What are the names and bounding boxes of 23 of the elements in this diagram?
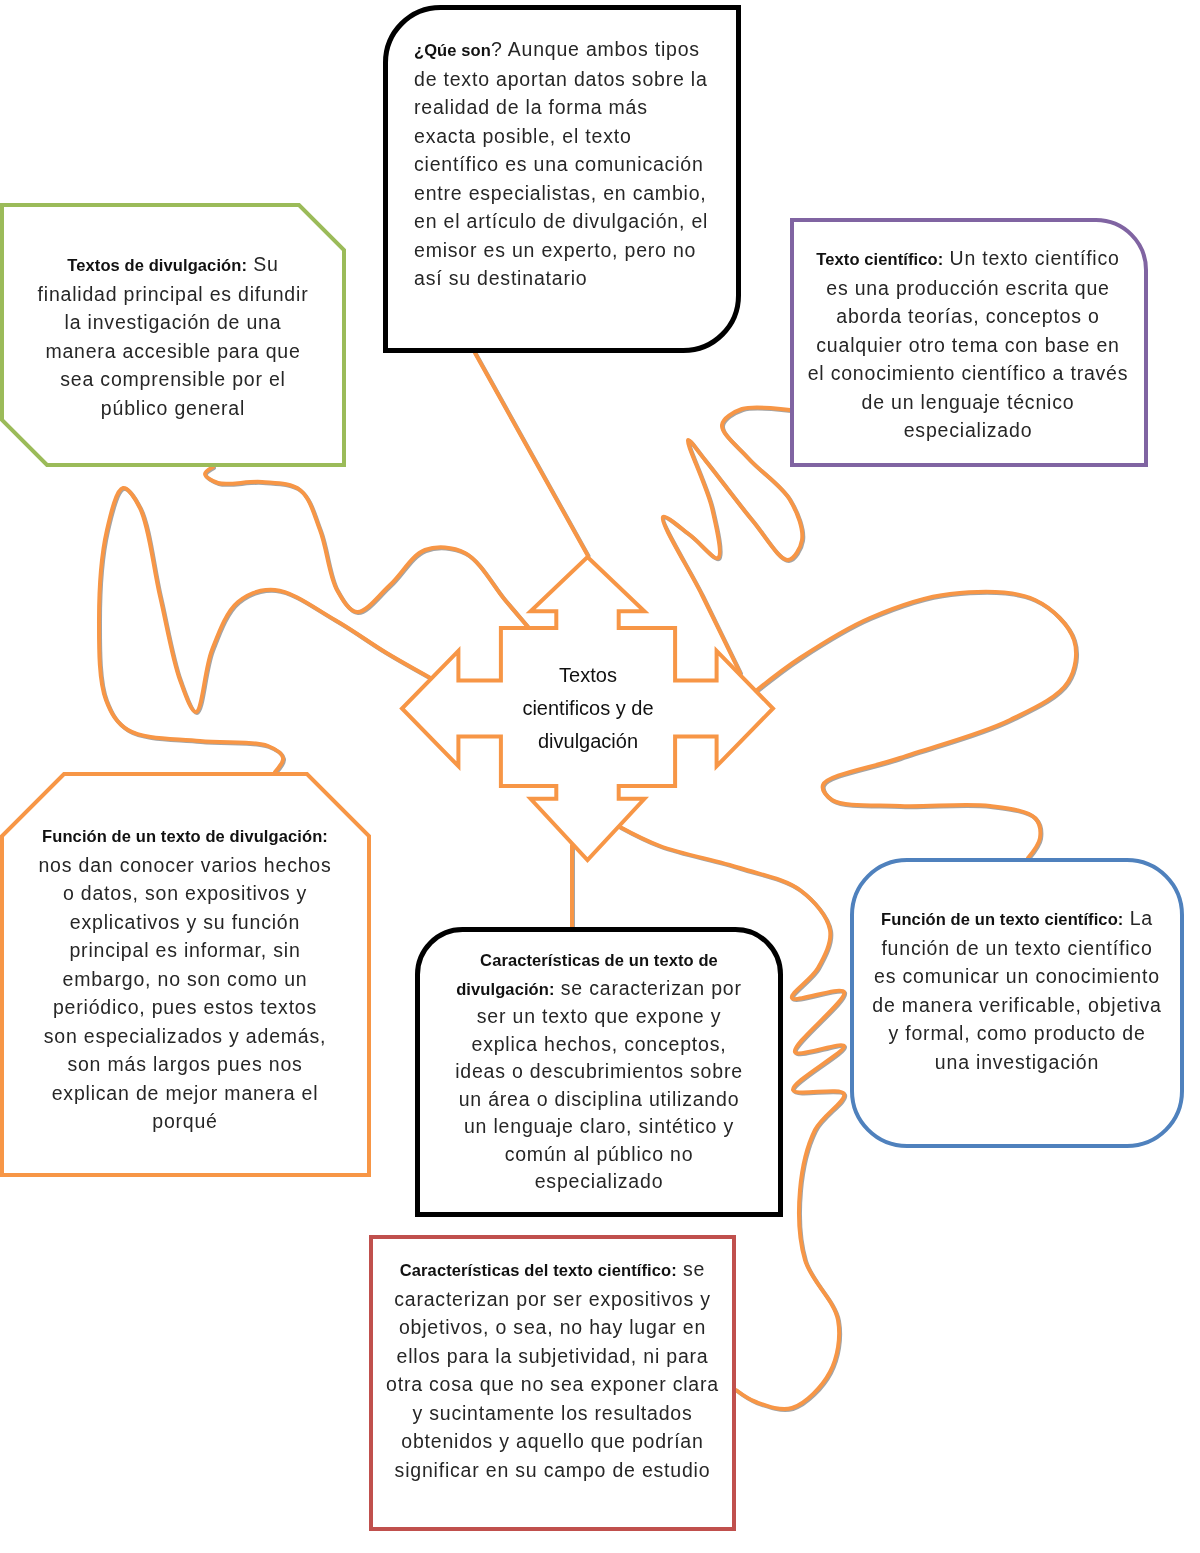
topic-text: Textos cientificos y de divulgación xyxy=(521,663,655,754)
connector-line xyxy=(660,405,805,675)
concept-box xyxy=(415,927,783,1217)
concept-text: Función de un texto de divulgación: nos dan conocer varios hechos o datos, son expositivos y explicativos y su función principal es informar, sin embargo, no son como un periódico, pues estos textos son especializados y además, son más largos pues nos explican de mejor manera el porqué xyxy=(38,826,332,1134)
concept-box xyxy=(0,203,346,467)
concept-text: Características del texto científico: se caracterizan por ser expositivos y objetivos, o sea, no hay lugar en ellos para la subjetividad, ni para otra cosa que no sea exponer clara y sucintamente los resultados obtenidos y aquello que podrían significar en su campo de estudio xyxy=(385,1257,720,1483)
connector-line xyxy=(570,843,574,929)
concept-text: Texto científico: Un texto científico es una producción escrita que aborda teorías, conceptos o cualquier otro tema con base en el conocimiento científico a través de un lenguaje técnico especializado xyxy=(807,246,1129,443)
concept-box xyxy=(369,1235,736,1531)
connector-line xyxy=(203,465,530,629)
concept-text: Función de un texto científico: La función de un texto científico es comunicar un conocimiento de manera verificable, objetiva y formal, como producto de una investigación xyxy=(872,906,1162,1075)
connector-line xyxy=(618,825,847,1412)
connector-line xyxy=(97,486,432,774)
concept-text: Textos de divulgación: Su finalidad principal es difundir la investigación de una manera accesible para que sea comprensible por el público general xyxy=(36,252,310,421)
concept-box xyxy=(790,218,1148,467)
connector-line xyxy=(473,351,590,557)
concept-text: ¿Qúe son? Aunque ambos tipos de texto aportan datos sobre la realidad de la forma más exacta posible, el texto científico es una comunicación entre especialistas, en cambio, en el artículo de divulgación, el emisor es un experto, pero no así su destinatario xyxy=(414,37,710,291)
concept-box xyxy=(0,772,371,1177)
central-topic-arrow xyxy=(400,555,775,862)
connector-line xyxy=(755,589,1079,860)
concept-box xyxy=(383,5,741,353)
concept-box xyxy=(850,858,1184,1148)
concept-text: Características de un texto de divulgación: se caracterizan por ser un texto que expone y explica hechos, conceptos, ideas o descubrimientos sobre un área o disciplina utilizando un lenguaje claro, sintético y común al público no especializado xyxy=(454,950,744,1194)
